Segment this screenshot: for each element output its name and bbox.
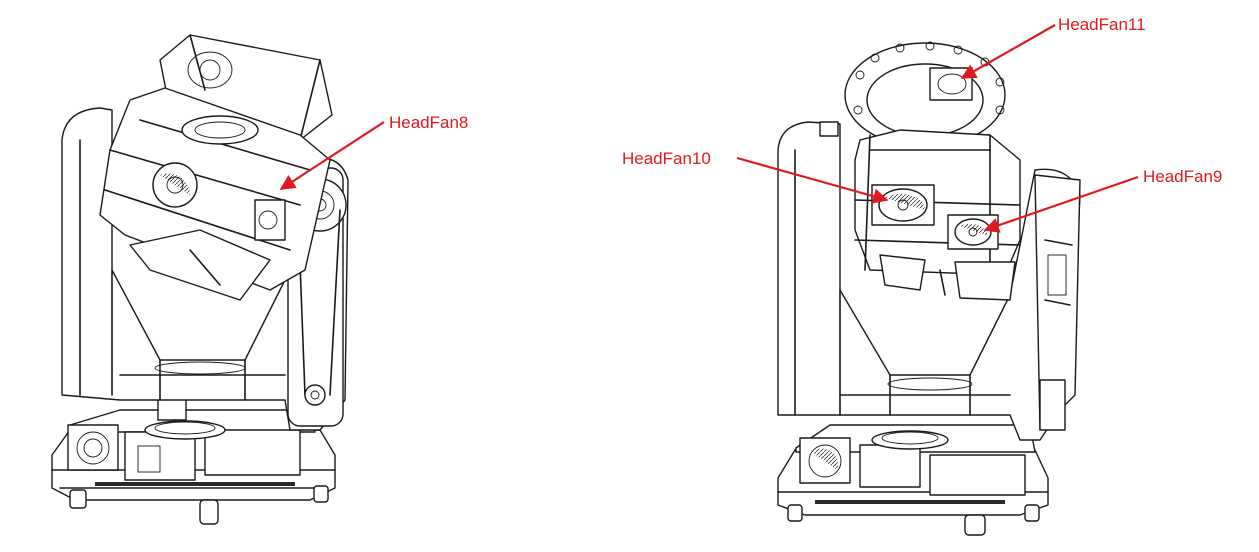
- callout-fan9-label: HeadFan9: [1143, 167, 1222, 186]
- head-left: [99, 34, 333, 301]
- callout-fan11: HeadFan11: [960, 15, 1146, 79]
- callout-fan8: HeadFan8: [279, 113, 468, 190]
- callout-fan8-arrow: [279, 121, 385, 190]
- callout-fan9-arrow: [983, 175, 1139, 233]
- base-left: [51, 397, 336, 525]
- head-right: [844, 41, 1021, 301]
- callout-fan10-arrow: [736, 156, 889, 204]
- fixture-left: [51, 34, 349, 525]
- yoke-right: [777, 121, 1081, 441]
- callout-fan11-label: HeadFan11: [1058, 15, 1146, 34]
- callout-fan8-label: HeadFan8: [389, 113, 468, 132]
- callout-fan11-arrow: [960, 24, 1056, 79]
- base-right: [777, 424, 1049, 536]
- fixture-right: [777, 41, 1081, 536]
- callout-fan10-label: HeadFan10: [622, 149, 711, 168]
- callout-fan10: HeadFan10: [622, 149, 889, 204]
- callout-fan9: HeadFan9: [983, 167, 1222, 233]
